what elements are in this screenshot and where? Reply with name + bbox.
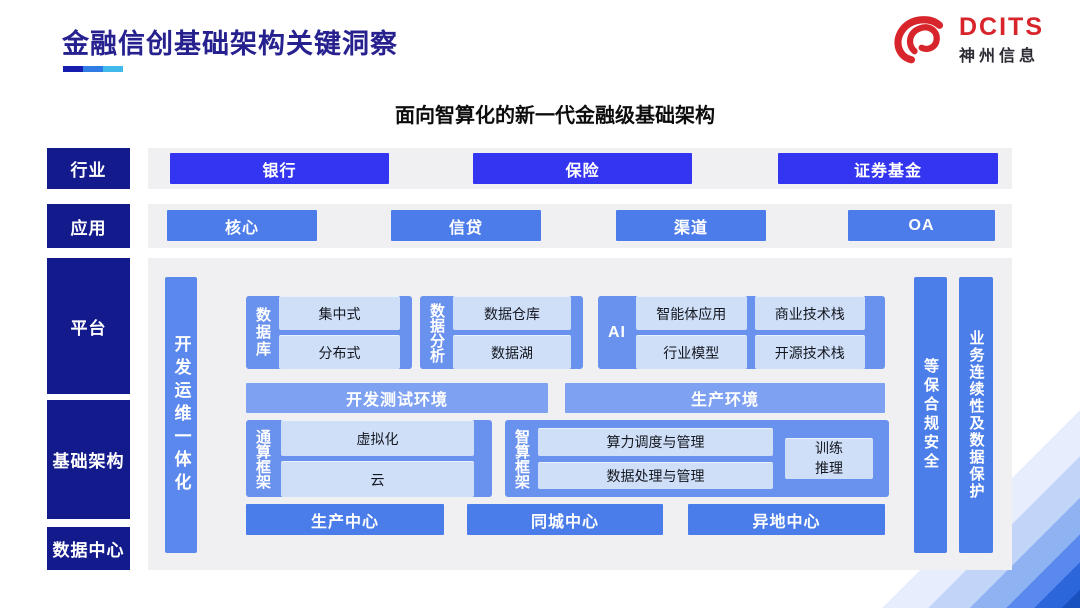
side-label-application: 应用 — [47, 204, 130, 248]
center-same-city: 同城中心 — [467, 504, 663, 535]
group-intelligent-computing-boxes: 算力调度与管理 数据处理与管理 — [530, 420, 773, 497]
underline-segment-dark — [63, 66, 83, 72]
group-data-analysis-boxes: 数据仓库 数据湖 — [445, 289, 583, 376]
group-data-analysis: 数据分析 数据仓库 数据湖 — [420, 296, 583, 369]
env-bar-production: 生产环境 — [565, 383, 885, 413]
ai-item-agent-apps: 智能体应用 — [636, 296, 747, 330]
industry-item-securities: 证券基金 — [778, 153, 998, 184]
application-item-credit: 信贷 — [391, 210, 541, 241]
group-general-computing-boxes: 虚拟化 云 — [271, 412, 492, 505]
general-item-cloud: 云 — [281, 461, 474, 497]
application-item-oa: OA — [848, 210, 995, 241]
logo-brand: DCITS — [959, 13, 1044, 41]
center-remote: 异地中心 — [688, 504, 885, 535]
dcits-logo: DCITS 神州信息 — [892, 14, 1044, 66]
group-general-computing-label: 通算框架 — [254, 428, 271, 489]
right-bar-compliance-security: 等保合规安全 — [914, 277, 947, 553]
group-database: 数据库 集中式 分布式 — [246, 296, 412, 369]
group-ai-boxes: 智能体应用 商业技术栈 行业模型 开源技术栈 — [630, 289, 885, 376]
application-item-core: 核心 — [167, 210, 317, 241]
underline-segment-light — [103, 66, 123, 72]
intelligent-item-compute-scheduling: 算力调度与管理 — [538, 428, 773, 456]
side-label-infrastructure: 基础架构 — [47, 400, 130, 519]
devops-vertical-bar: 开发运维一体化 — [165, 277, 197, 553]
group-database-boxes: 集中式 分布式 — [271, 289, 412, 376]
ai-item-open-source-stack: 开源技术栈 — [754, 335, 865, 369]
page-title: 金融信创基础架构关键洞察 — [62, 29, 398, 59]
train-infer-line2: 推理 — [815, 460, 843, 476]
train-infer-line1: 训练 — [815, 440, 843, 457]
group-intelligent-computing: 智算框架 算力调度与管理 数据处理与管理 训练 推理 — [505, 420, 889, 497]
intelligent-item-train-infer: 训练 推理 — [785, 438, 873, 479]
analysis-item-warehouse: 数据仓库 — [453, 296, 571, 330]
intelligent-item-data-processing: 数据处理与管理 — [538, 461, 773, 489]
group-database-label: 数据库 — [254, 307, 271, 358]
underline-segment-medium — [83, 66, 103, 72]
database-item-centralized: 集中式 — [279, 296, 400, 330]
database-item-distributed: 分布式 — [279, 335, 400, 369]
center-production: 生产中心 — [246, 504, 444, 535]
dcits-swirl-icon — [894, 16, 944, 64]
general-item-virtualization: 虚拟化 — [281, 420, 474, 456]
application-item-channel: 渠道 — [616, 210, 766, 241]
logo-company: 神州信息 — [959, 48, 1040, 66]
industry-item-bank: 银行 — [170, 153, 389, 184]
group-intelligent-computing-label: 智算框架 — [513, 428, 530, 489]
right-bar-business-continuity: 业务连续性及数据保护 — [959, 277, 993, 553]
env-bar-dev-test: 开发测试环境 — [246, 383, 548, 413]
group-general-computing: 通算框架 虚拟化 云 — [246, 420, 492, 497]
group-ai-label: AI — [608, 323, 626, 341]
ai-item-commercial-stack: 商业技术栈 — [754, 296, 865, 330]
diagram-subtitle: 面向智算化的新一代金融级基础架构 — [395, 105, 715, 127]
title-underline — [63, 66, 123, 72]
side-label-industry: 行业 — [47, 148, 130, 189]
group-data-analysis-label: 数据分析 — [428, 302, 445, 363]
ai-item-industry-models: 行业模型 — [636, 335, 747, 369]
side-label-platform: 平台 — [47, 258, 130, 394]
side-label-datacenter: 数据中心 — [47, 527, 130, 570]
industry-item-insurance: 保险 — [473, 153, 692, 184]
group-ai: AI 智能体应用 商业技术栈 行业模型 开源技术栈 — [598, 296, 885, 369]
logo-text: DCITS 神州信息 — [959, 14, 1044, 66]
analysis-item-lake: 数据湖 — [453, 335, 571, 369]
